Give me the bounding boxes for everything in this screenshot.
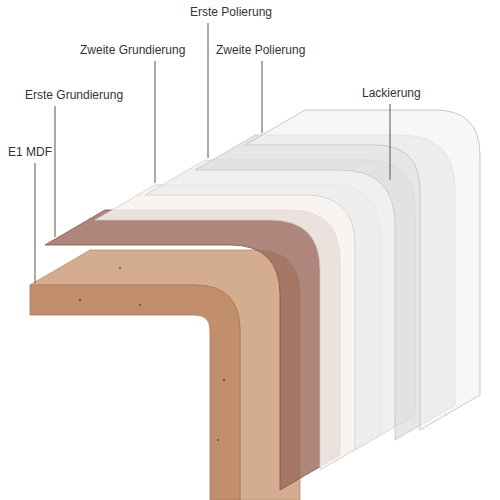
leader-line — [155, 61, 156, 183]
second-primer-sheet — [95, 185, 380, 470]
layer-label: E1 MDF — [8, 145, 52, 159]
first-polish-sheet — [145, 160, 415, 450]
layer-label: Erste Grundierung — [25, 88, 123, 102]
layer-label: Zweite Grundierung — [80, 43, 185, 57]
leader-line — [262, 61, 263, 133]
leader-line — [208, 23, 209, 158]
leader-line — [35, 163, 36, 283]
leader-line — [55, 106, 56, 237]
second-polish-sheet — [195, 135, 455, 440]
layer-label: Lackierung — [362, 86, 421, 100]
lacquer-sheet — [245, 110, 480, 430]
mdf-texture — [79, 267, 225, 441]
mdf-top — [30, 250, 300, 500]
mdf-profile — [30, 285, 240, 500]
layer-label: Zweite Polierung — [216, 43, 305, 57]
leader-lines — [35, 23, 390, 283]
layer-label: Erste Polierung — [190, 5, 272, 19]
leader-line — [390, 104, 391, 180]
first-primer-sheet — [45, 210, 340, 490]
